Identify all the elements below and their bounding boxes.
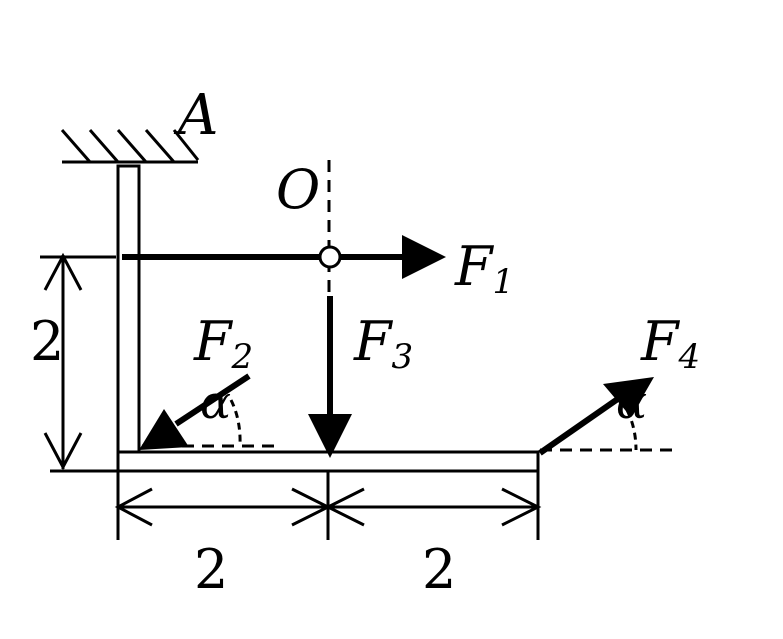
point-o-hinge <box>318 245 342 269</box>
label-o: O <box>276 158 320 221</box>
fixed-support-hatch <box>60 129 200 164</box>
dimension-horizontal-right-value: 2 <box>422 538 456 601</box>
dimension-vertical-value: 2 <box>30 310 64 373</box>
horizontal-member <box>116 450 540 473</box>
vertical-member <box>116 164 141 454</box>
vertical-dimension <box>40 252 118 473</box>
label-f1: F1 <box>454 235 514 302</box>
force-f2-arrow <box>139 373 251 450</box>
label-f3: F3 <box>353 310 413 377</box>
f4-angle-arc <box>625 409 638 451</box>
force-f1-arrow <box>340 235 446 279</box>
horizontal-dimension <box>114 471 542 540</box>
dimension-horizontal-left-value: 2 <box>194 538 228 601</box>
label-alpha-right: α <box>616 375 647 429</box>
label-a: A <box>173 83 218 148</box>
force-f4-arrow <box>538 377 654 456</box>
label-f4: F4 <box>640 310 700 377</box>
label-alpha-left: α <box>200 375 231 429</box>
label-f2: F2 <box>193 310 253 377</box>
force-f3-arrow <box>308 296 352 458</box>
f2-angle-arc <box>229 399 242 447</box>
